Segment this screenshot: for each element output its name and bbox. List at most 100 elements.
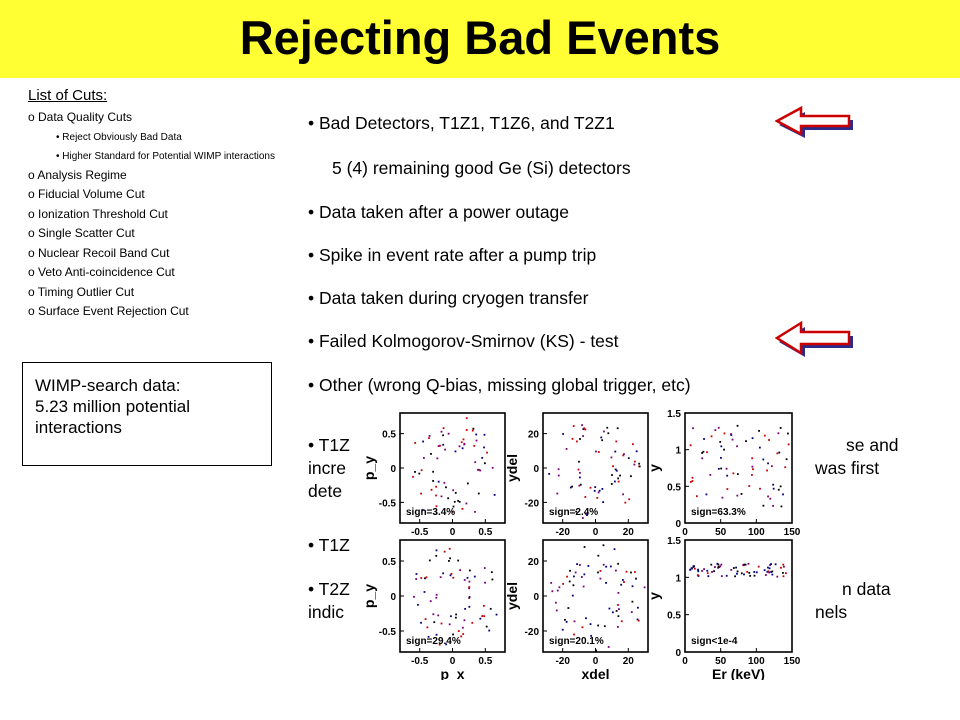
x-tick-label: -0.5 (411, 527, 429, 538)
scatter-point (578, 484, 581, 487)
scatter-point (440, 495, 443, 498)
scatter-point (706, 451, 708, 454)
x-tick-label: 0 (593, 527, 599, 538)
scatter-point (709, 473, 712, 476)
scatter-point (454, 450, 457, 453)
scatter-point (633, 460, 636, 463)
scatter-point (695, 495, 698, 498)
cut-item: o Analysis Regime (28, 167, 127, 182)
scatter-point (462, 438, 465, 441)
scatter-point (607, 432, 610, 435)
scatter-point (440, 430, 443, 433)
scatter-point (726, 488, 729, 490)
scatter-point (597, 451, 600, 453)
scatter-point (603, 430, 605, 433)
scatter-point (691, 480, 694, 482)
scatter-point (594, 486, 597, 489)
scatter-point (719, 441, 722, 443)
scatter-point (468, 597, 471, 599)
significance-label: sign=2.4% (549, 507, 598, 518)
wimp-line: interactions (35, 418, 122, 437)
scatter-point (486, 451, 488, 454)
scatter-point (575, 440, 578, 443)
scatter-point (475, 439, 478, 442)
scatter-point (630, 475, 632, 478)
scatter-point (776, 452, 779, 455)
scatter-point (449, 574, 452, 577)
scatter-point (721, 496, 724, 499)
scatter-point (447, 432, 450, 435)
scatter-point (605, 581, 607, 584)
scatter-point (468, 596, 471, 598)
cut-subitem: • Higher Standard for Potential WIMP int… (56, 150, 275, 162)
scatter-point (770, 571, 772, 573)
scatter-point (420, 469, 423, 472)
y-tick-label: -20 (525, 627, 540, 638)
scatter-point (748, 571, 751, 574)
scatter-point (495, 613, 498, 616)
scatter-point (776, 575, 779, 578)
scatter-point (617, 591, 620, 594)
scatter-point (573, 620, 576, 623)
scatter-point (551, 590, 554, 593)
scatter-point (787, 432, 789, 435)
scatter-point (417, 603, 419, 606)
scatter-point (617, 480, 620, 483)
scatter-point (594, 450, 597, 453)
cut-item: o Nuclear Recoil Band Cut (28, 245, 170, 260)
scatter-point (706, 569, 709, 572)
scatter-point (587, 565, 590, 567)
scatter-point (713, 570, 715, 573)
scatter-point (432, 470, 435, 473)
scatter-point (740, 493, 743, 495)
scatter-point (758, 446, 761, 449)
scatter-point (452, 576, 455, 579)
scatter-point (590, 634, 593, 637)
scatter-point (620, 583, 623, 586)
x-tick-label: 20 (623, 656, 635, 667)
scatter-point (448, 623, 451, 626)
x-tick-label: 0 (450, 527, 456, 538)
scatter-point (603, 625, 606, 628)
scatter-point (565, 447, 568, 450)
scatter-point (610, 456, 613, 459)
scatter-point (701, 457, 704, 460)
scatter-point (473, 444, 476, 447)
scatter-point (614, 468, 617, 471)
scatter-point (438, 643, 441, 646)
scatter-point (753, 571, 756, 573)
scatter-point (466, 482, 469, 485)
scatter-point (424, 618, 427, 620)
scatter-point (617, 626, 619, 628)
bullet-cryogen-transfer: • Data taken during cryogen transfer (308, 288, 589, 308)
scatter-point (717, 426, 720, 429)
scatter-point (481, 615, 484, 617)
y-tick-label: 1 (675, 446, 681, 457)
scatter-point (425, 576, 428, 579)
scatter-point (422, 457, 425, 459)
scatter-point (571, 437, 574, 440)
y-tick-label: 0.5 (667, 611, 681, 622)
lower-bullet-left: indic (308, 602, 344, 622)
scatter-point (723, 432, 726, 435)
lower-bullet-left: dete (308, 481, 343, 501)
scatter-point (774, 563, 777, 566)
scatter-point (454, 491, 457, 494)
scatter-point (783, 565, 785, 568)
scatter-point (619, 474, 621, 477)
scatter-point (751, 457, 754, 460)
scatter-point (442, 427, 445, 430)
scatter-point (767, 570, 770, 573)
scatter-point (577, 468, 580, 471)
scatter-point (769, 497, 772, 500)
y-tick-label: -20 (525, 498, 540, 509)
scatter-point (482, 604, 485, 607)
x-tick-label: 50 (715, 527, 727, 538)
scatter-point (424, 577, 426, 580)
scatter-point (758, 429, 760, 432)
scatter-point (617, 603, 619, 606)
scatter-point (638, 462, 641, 465)
scatter-point (743, 573, 745, 576)
scatter-point (617, 608, 620, 611)
